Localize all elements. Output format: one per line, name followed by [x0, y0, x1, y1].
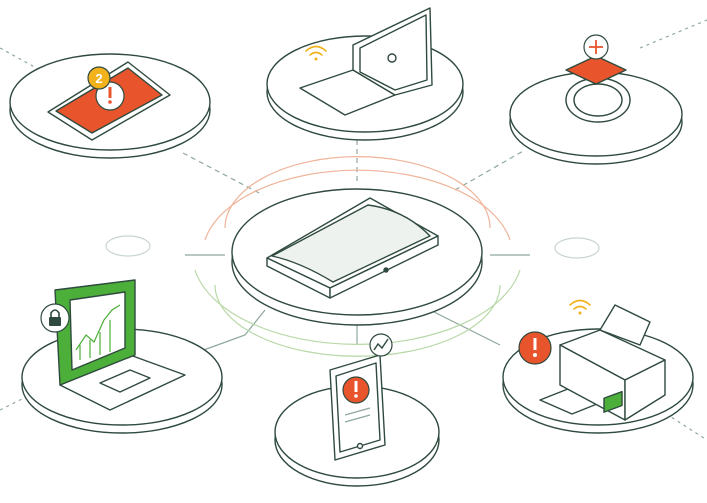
activity-icon — [369, 333, 393, 357]
secure-laptop-node[interactable] — [21, 279, 223, 434]
medical-cross-icon — [583, 34, 609, 60]
laptop-icon — [54, 279, 186, 411]
hub-signal-rings — [194, 156, 521, 357]
tablet-icon — [329, 354, 386, 461]
cloud-shape — [554, 237, 600, 259]
notification-count: 2 — [95, 71, 102, 86]
router-icon — [266, 197, 439, 299]
hub-node[interactable] — [231, 188, 483, 326]
watch-node[interactable] — [509, 34, 683, 165]
smartwatch-icon — [565, 55, 631, 123]
printer-icon — [539, 304, 666, 421]
tablet-node[interactable] — [274, 333, 440, 487]
chart-icon — [75, 304, 121, 360]
exclamation-icon — [342, 376, 370, 404]
wifi-icon — [305, 45, 327, 61]
laptop-top-node[interactable] — [266, 7, 464, 141]
cloud-shape — [105, 235, 151, 257]
printer-node[interactable] — [502, 299, 694, 434]
exclamation-icon — [95, 81, 125, 111]
lock-icon — [40, 303, 70, 333]
exclamation-icon — [518, 331, 552, 365]
notification-badge: 2 — [87, 66, 111, 90]
laptop-icon — [299, 7, 433, 116]
phone-node[interactable]: 2 — [9, 53, 211, 159]
wifi-icon — [569, 299, 591, 315]
